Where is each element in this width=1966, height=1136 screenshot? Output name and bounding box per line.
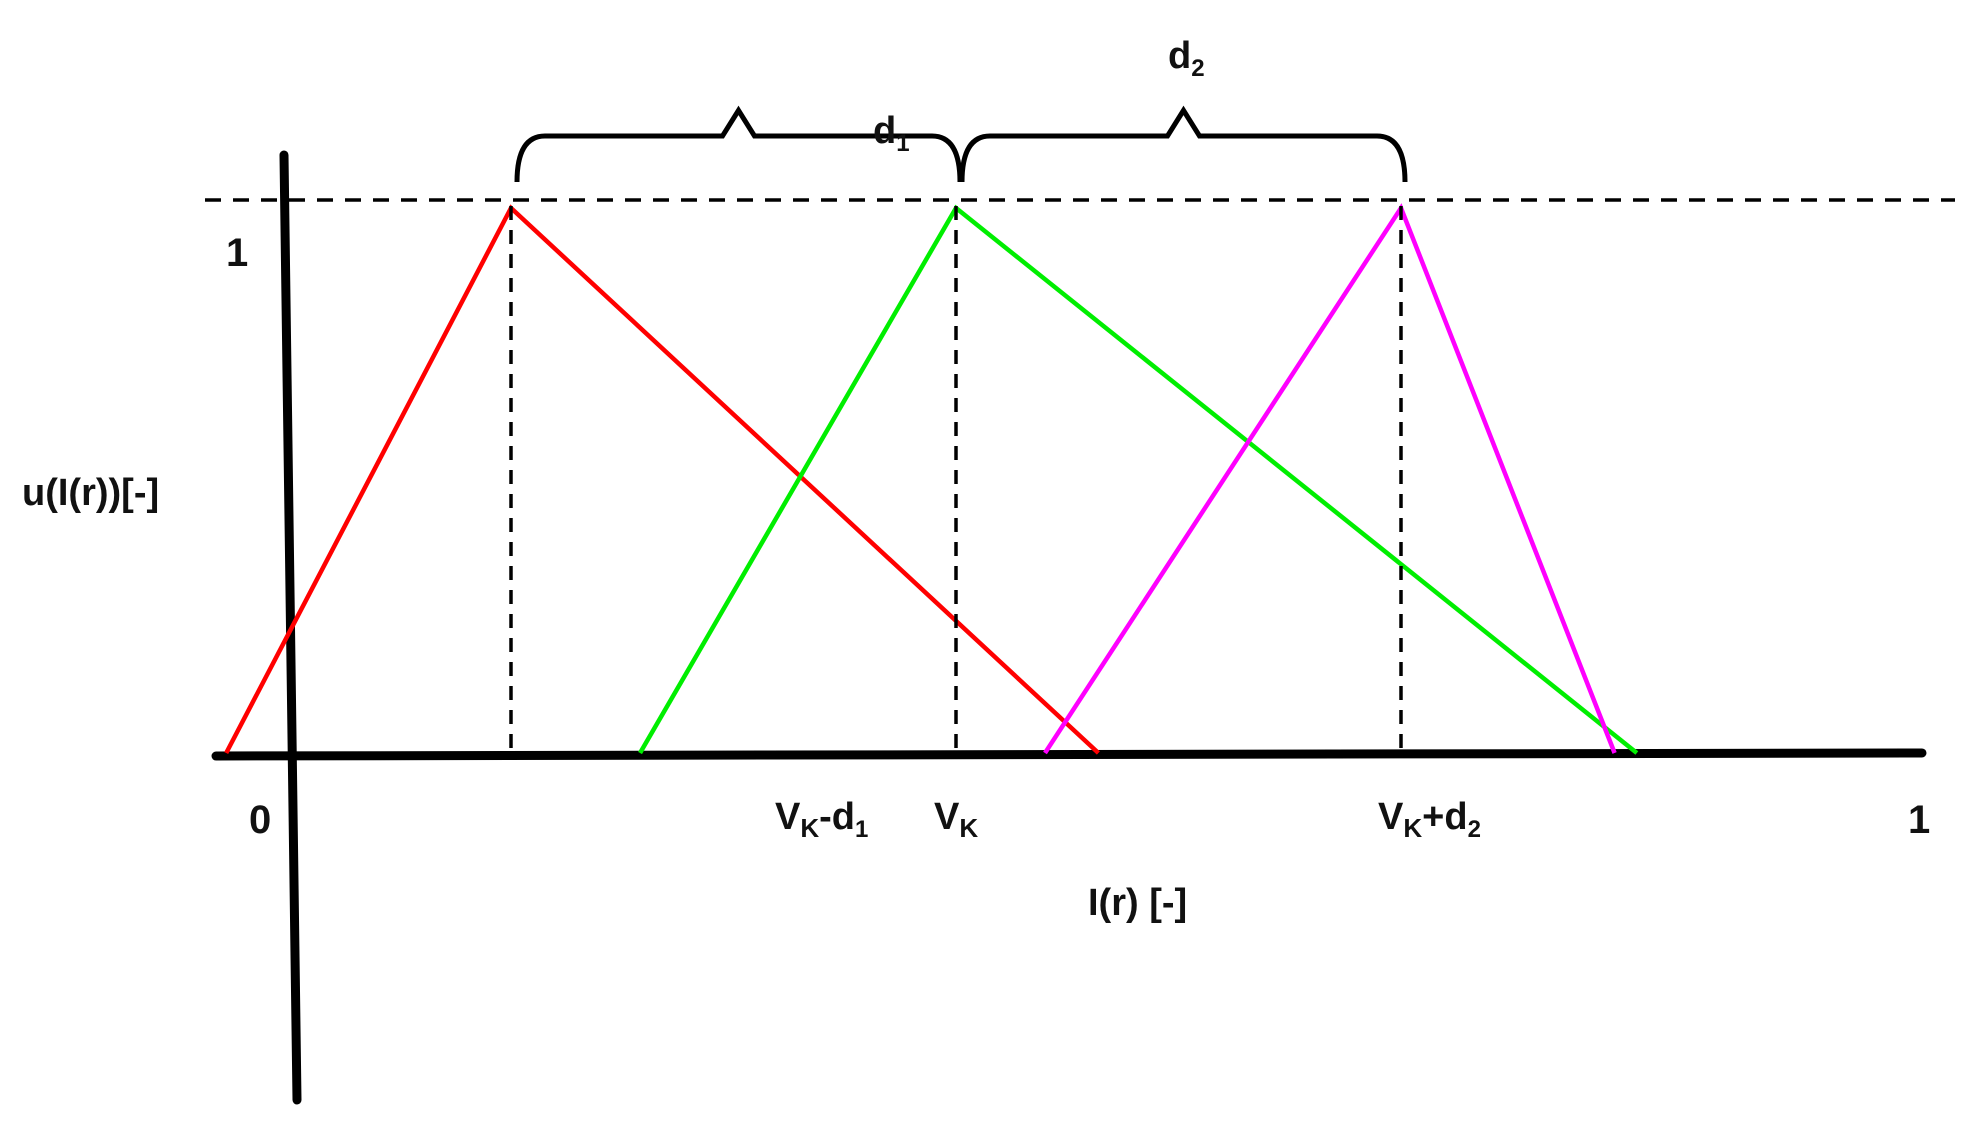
- vertical-guides: [509, 206, 1403, 753]
- marker-base: V: [1378, 796, 1404, 838]
- distance-sub: 1: [896, 130, 910, 157]
- marker-term: d: [1444, 796, 1468, 838]
- marker-term: d: [831, 796, 856, 838]
- x-end-label: 1: [1908, 798, 1931, 842]
- distance-braces: [514, 105, 1408, 183]
- origin-label: 0: [249, 798, 272, 842]
- marker-op: +: [1422, 796, 1445, 838]
- distance-name: d: [873, 110, 897, 152]
- membership-function-3: [1043, 203, 1617, 755]
- marker-base-sub: K: [959, 813, 979, 843]
- marker-label-vk-minus-d1: VK-d1: [775, 796, 868, 842]
- distance-label-d1: d1: [873, 110, 910, 156]
- y-top-label: 1: [226, 231, 249, 275]
- marker-base: V: [934, 796, 960, 838]
- marker-term-sub: 2: [1467, 816, 1481, 843]
- x-axis-label: I(r) [-]: [1088, 882, 1188, 924]
- marker-base-sub: K: [1403, 813, 1423, 843]
- marker-label-vk-plus-d2: VK+d2: [1378, 796, 1481, 842]
- y-axis-label: u(I(r))[-]: [22, 472, 160, 514]
- membership-function-2: [638, 204, 1639, 755]
- distance-label-d2: d2: [1168, 35, 1205, 81]
- distance-brace-1: [514, 105, 963, 183]
- marker-term-sub: 1: [855, 816, 869, 843]
- distance-brace-2: [959, 105, 1408, 183]
- membership-functions: [224, 203, 1639, 755]
- marker-label-vk: VK: [934, 796, 978, 841]
- marker-base-sub: K: [800, 813, 820, 843]
- marker-base: V: [775, 796, 801, 838]
- x-axis: [211, 748, 1927, 761]
- marker-op: -: [819, 796, 832, 838]
- membership-function-1: [224, 204, 1100, 755]
- distance-sub: 2: [1191, 55, 1205, 82]
- distance-name: d: [1168, 35, 1192, 77]
